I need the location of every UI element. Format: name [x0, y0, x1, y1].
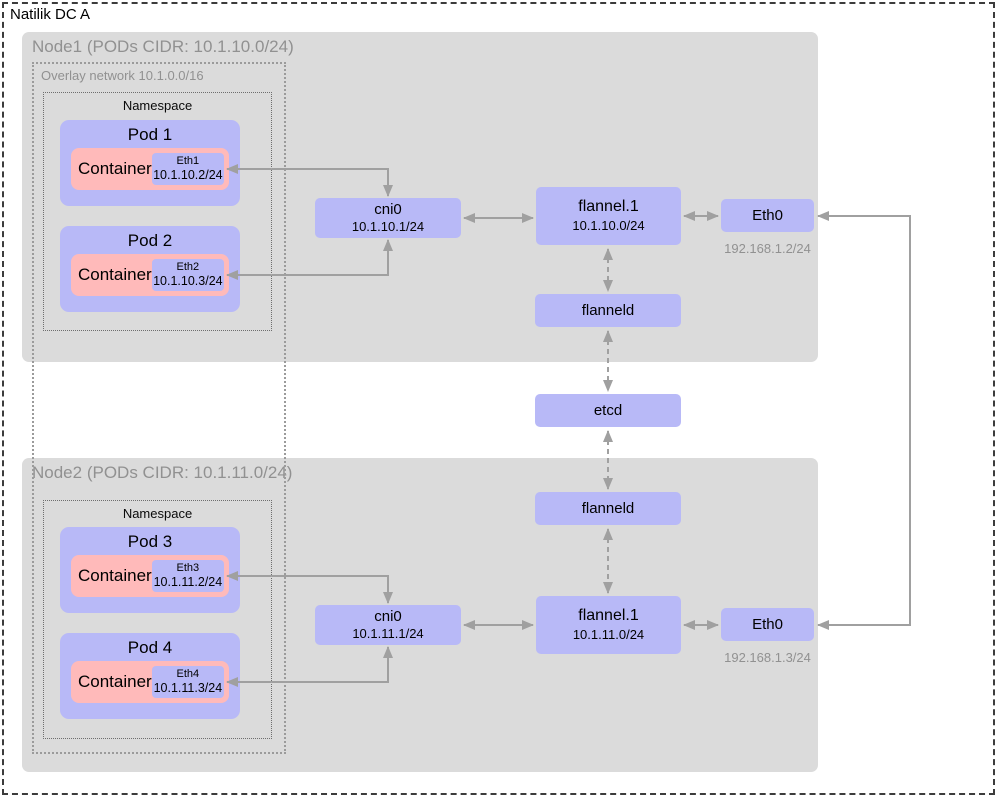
node1-eth0-box: Eth0: [721, 199, 814, 232]
pod3-container-box: Container Eth3 10.1.11.2/24: [71, 555, 229, 597]
node2-title: Node2 (PODs CIDR: 10.1.11.0/24): [32, 463, 293, 482]
pod1-container-label: Container: [78, 159, 152, 178]
pod3-eth-ip: 10.1.11.2/24: [153, 575, 223, 590]
pod4-eth-interface: Eth4 10.1.11.3/24: [151, 666, 224, 698]
pod2-eth-ip: 10.1.10.3/24: [153, 274, 223, 289]
node2-cni0-name: cni0: [374, 607, 402, 625]
pod1-box: Pod 1 Container Eth1 10.1.10.2/24: [60, 120, 240, 206]
pod1-container-box: Container Eth1 10.1.10.2/24: [71, 148, 229, 190]
node2-cni0-ip: 10.1.11.1/24: [352, 626, 424, 642]
pod1-title: Pod 1: [127, 125, 173, 144]
pod1-eth-interface: Eth1 10.1.10.2/24: [151, 153, 224, 185]
pod3-eth-name: Eth3: [176, 561, 200, 574]
namespace1-label: Namespace: [122, 98, 193, 113]
pod4-eth-name: Eth4: [176, 667, 200, 680]
overlay-network-box: Overlay network 10.1.0.0/16: [32, 62, 286, 754]
pod1-eth-ip: 10.1.10.2/24: [153, 168, 223, 183]
node1-eth0-ip: 192.168.1.2/24: [724, 241, 811, 256]
pod4-container-box: Container Eth4 10.1.11.3/24: [71, 661, 229, 703]
node2-flanneld-label: flanneld: [581, 499, 635, 517]
node2-flanneld-box: flanneld: [535, 492, 681, 525]
pod4-title: Pod 4: [127, 638, 173, 657]
pod4-eth-ip: 10.1.11.3/24: [153, 681, 223, 696]
node1-flannel-name: flannel.1: [578, 198, 639, 216]
pod3-title: Pod 3: [127, 532, 173, 551]
node1-flannel-ip: 10.1.10.0/24: [572, 217, 645, 233]
pod2-container-box: Container Eth2 10.1.10.3/24: [71, 254, 229, 296]
node1-flanneld-label: flanneld: [581, 301, 635, 319]
node2-flannel-ip: 10.1.11.0/24: [572, 626, 645, 642]
etcd-box: etcd: [535, 394, 681, 427]
node2-flannel-box: flannel.1 10.1.11.0/24: [536, 596, 681, 654]
pod2-eth-name: Eth2: [176, 260, 200, 273]
namespace2-box: Namespace: [43, 500, 272, 739]
pod3-container-label: Container: [78, 566, 152, 585]
pod2-eth-interface: Eth2 10.1.10.3/24: [151, 259, 224, 291]
pod3-eth-interface: Eth3 10.1.11.2/24: [151, 560, 224, 592]
node1-title: Node1 (PODs CIDR: 10.1.10.0/24): [32, 37, 294, 56]
node1-eth0-name: Eth0: [752, 206, 783, 224]
node1-flanneld-box: flanneld: [535, 294, 681, 327]
node2-flannel-name: flannel.1: [578, 607, 639, 625]
node1-cni0-name: cni0: [374, 200, 402, 218]
pod1-eth-name: Eth1: [176, 154, 200, 167]
dc-title: Natilik DC A: [10, 6, 91, 23]
node2-eth0-box: Eth0: [721, 608, 814, 641]
namespace1-box: Namespace: [43, 92, 272, 331]
etcd-label: etcd: [593, 401, 623, 419]
pod4-container-label: Container: [78, 672, 152, 691]
namespace2-label: Namespace: [122, 506, 193, 521]
pod2-container-label: Container: [78, 265, 152, 284]
pod2-title: Pod 2: [127, 231, 173, 250]
node1-flannel-box: flannel.1 10.1.10.0/24: [536, 187, 681, 245]
pod3-box: Pod 3 Container Eth3 10.1.11.2/24: [60, 527, 240, 613]
overlay-network-label: Overlay network 10.1.0.0/16: [41, 68, 204, 83]
pod2-box: Pod 2 Container Eth2 10.1.10.3/24: [60, 226, 240, 312]
node1-cni0-ip: 10.1.10.1/24: [351, 219, 425, 235]
node1-cni0-box: cni0 10.1.10.1/24: [315, 198, 461, 238]
pod4-box: Pod 4 Container Eth4 10.1.11.3/24: [60, 633, 240, 719]
node2-eth0-name: Eth0: [752, 615, 783, 633]
node2-eth0-ip: 192.168.1.3/24: [724, 650, 811, 665]
node2-cni0-box: cni0 10.1.11.1/24: [315, 605, 461, 645]
